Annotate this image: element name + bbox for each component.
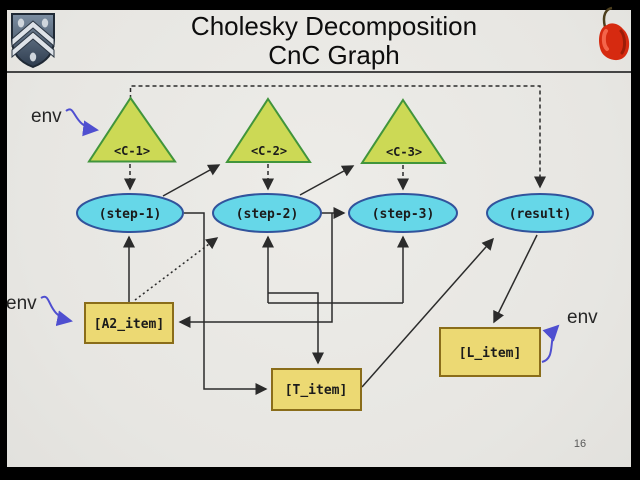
env-label-right: env	[567, 307, 598, 328]
env-annotations: env env env	[6, 106, 598, 363]
header-divider	[7, 71, 631, 73]
habanero-pepper-icon	[595, 5, 633, 72]
env-arrow-to-a2item	[40, 295, 73, 327]
step-label-2: (step-2)	[236, 207, 299, 222]
title-line-2: CnC Graph	[268, 40, 400, 70]
pepper-icon	[599, 6, 630, 61]
step-ellipse-1	[76, 193, 184, 233]
tag-triangle-c2	[225, 97, 312, 163]
step-node-1: (step-1)	[76, 193, 184, 233]
page-number: 16	[573, 438, 587, 450]
env-arrow-from-litem	[541, 324, 560, 363]
edge-result-litem	[493, 234, 538, 324]
shield-icon	[11, 13, 55, 69]
step-ellipse-result	[486, 193, 594, 233]
tag-label-c2: <C-2>	[251, 144, 287, 158]
tag-node-c2: <C-2>	[225, 97, 312, 163]
env-label-left: env	[6, 293, 37, 314]
item-rect-a2	[84, 302, 174, 344]
edges-solid	[123, 164, 538, 395]
item-rect-t	[271, 368, 362, 411]
item-node-a2: [A2_item]	[84, 302, 174, 344]
edge-step1-titem	[184, 212, 268, 395]
step-node-3: (step-3)	[348, 193, 458, 233]
edge-step2-c3	[299, 165, 355, 196]
step-label-result: (result)	[509, 207, 572, 222]
tag-node-c3: <C-3>	[360, 98, 447, 164]
edge-step1-c2	[162, 164, 221, 197]
step-label-3: (step-3)	[372, 207, 435, 222]
tag-label-c3: <C-3>	[386, 145, 422, 159]
env-arrow-to-c1	[65, 108, 99, 137]
step-ellipse-2	[212, 193, 322, 233]
step-ellipse-3	[348, 193, 458, 233]
item-node-l: [L_item]	[439, 327, 541, 377]
tag-label-c1: <C-1>	[114, 144, 150, 158]
item-label-l: [L_item]	[459, 346, 522, 361]
item-rect-l	[439, 327, 541, 377]
item-label-t: [T_item]	[285, 383, 348, 398]
item-label-a2: [A2_item]	[94, 317, 164, 332]
edge-bus-titem	[268, 292, 324, 365]
env-label-top: env	[31, 106, 62, 127]
edge-step2-a2item	[178, 213, 333, 328]
edges-dashed	[124, 85, 546, 301]
title-line-1: Cholesky Decomposition	[190, 11, 478, 41]
tag-triangle-c3	[360, 98, 447, 164]
rice-shield-logo	[10, 12, 56, 74]
item-node-t: [T_item]	[271, 368, 362, 411]
edge-titem-result	[361, 237, 494, 388]
tag-node-c1: <C-1>	[87, 96, 177, 163]
step-label-1: (step-1)	[99, 207, 162, 222]
tag-triangle-c1	[87, 96, 177, 163]
step-node-2: (step-2)	[212, 193, 322, 233]
step-node-result: (result)	[486, 193, 594, 233]
edge-env-result	[129, 85, 546, 189]
